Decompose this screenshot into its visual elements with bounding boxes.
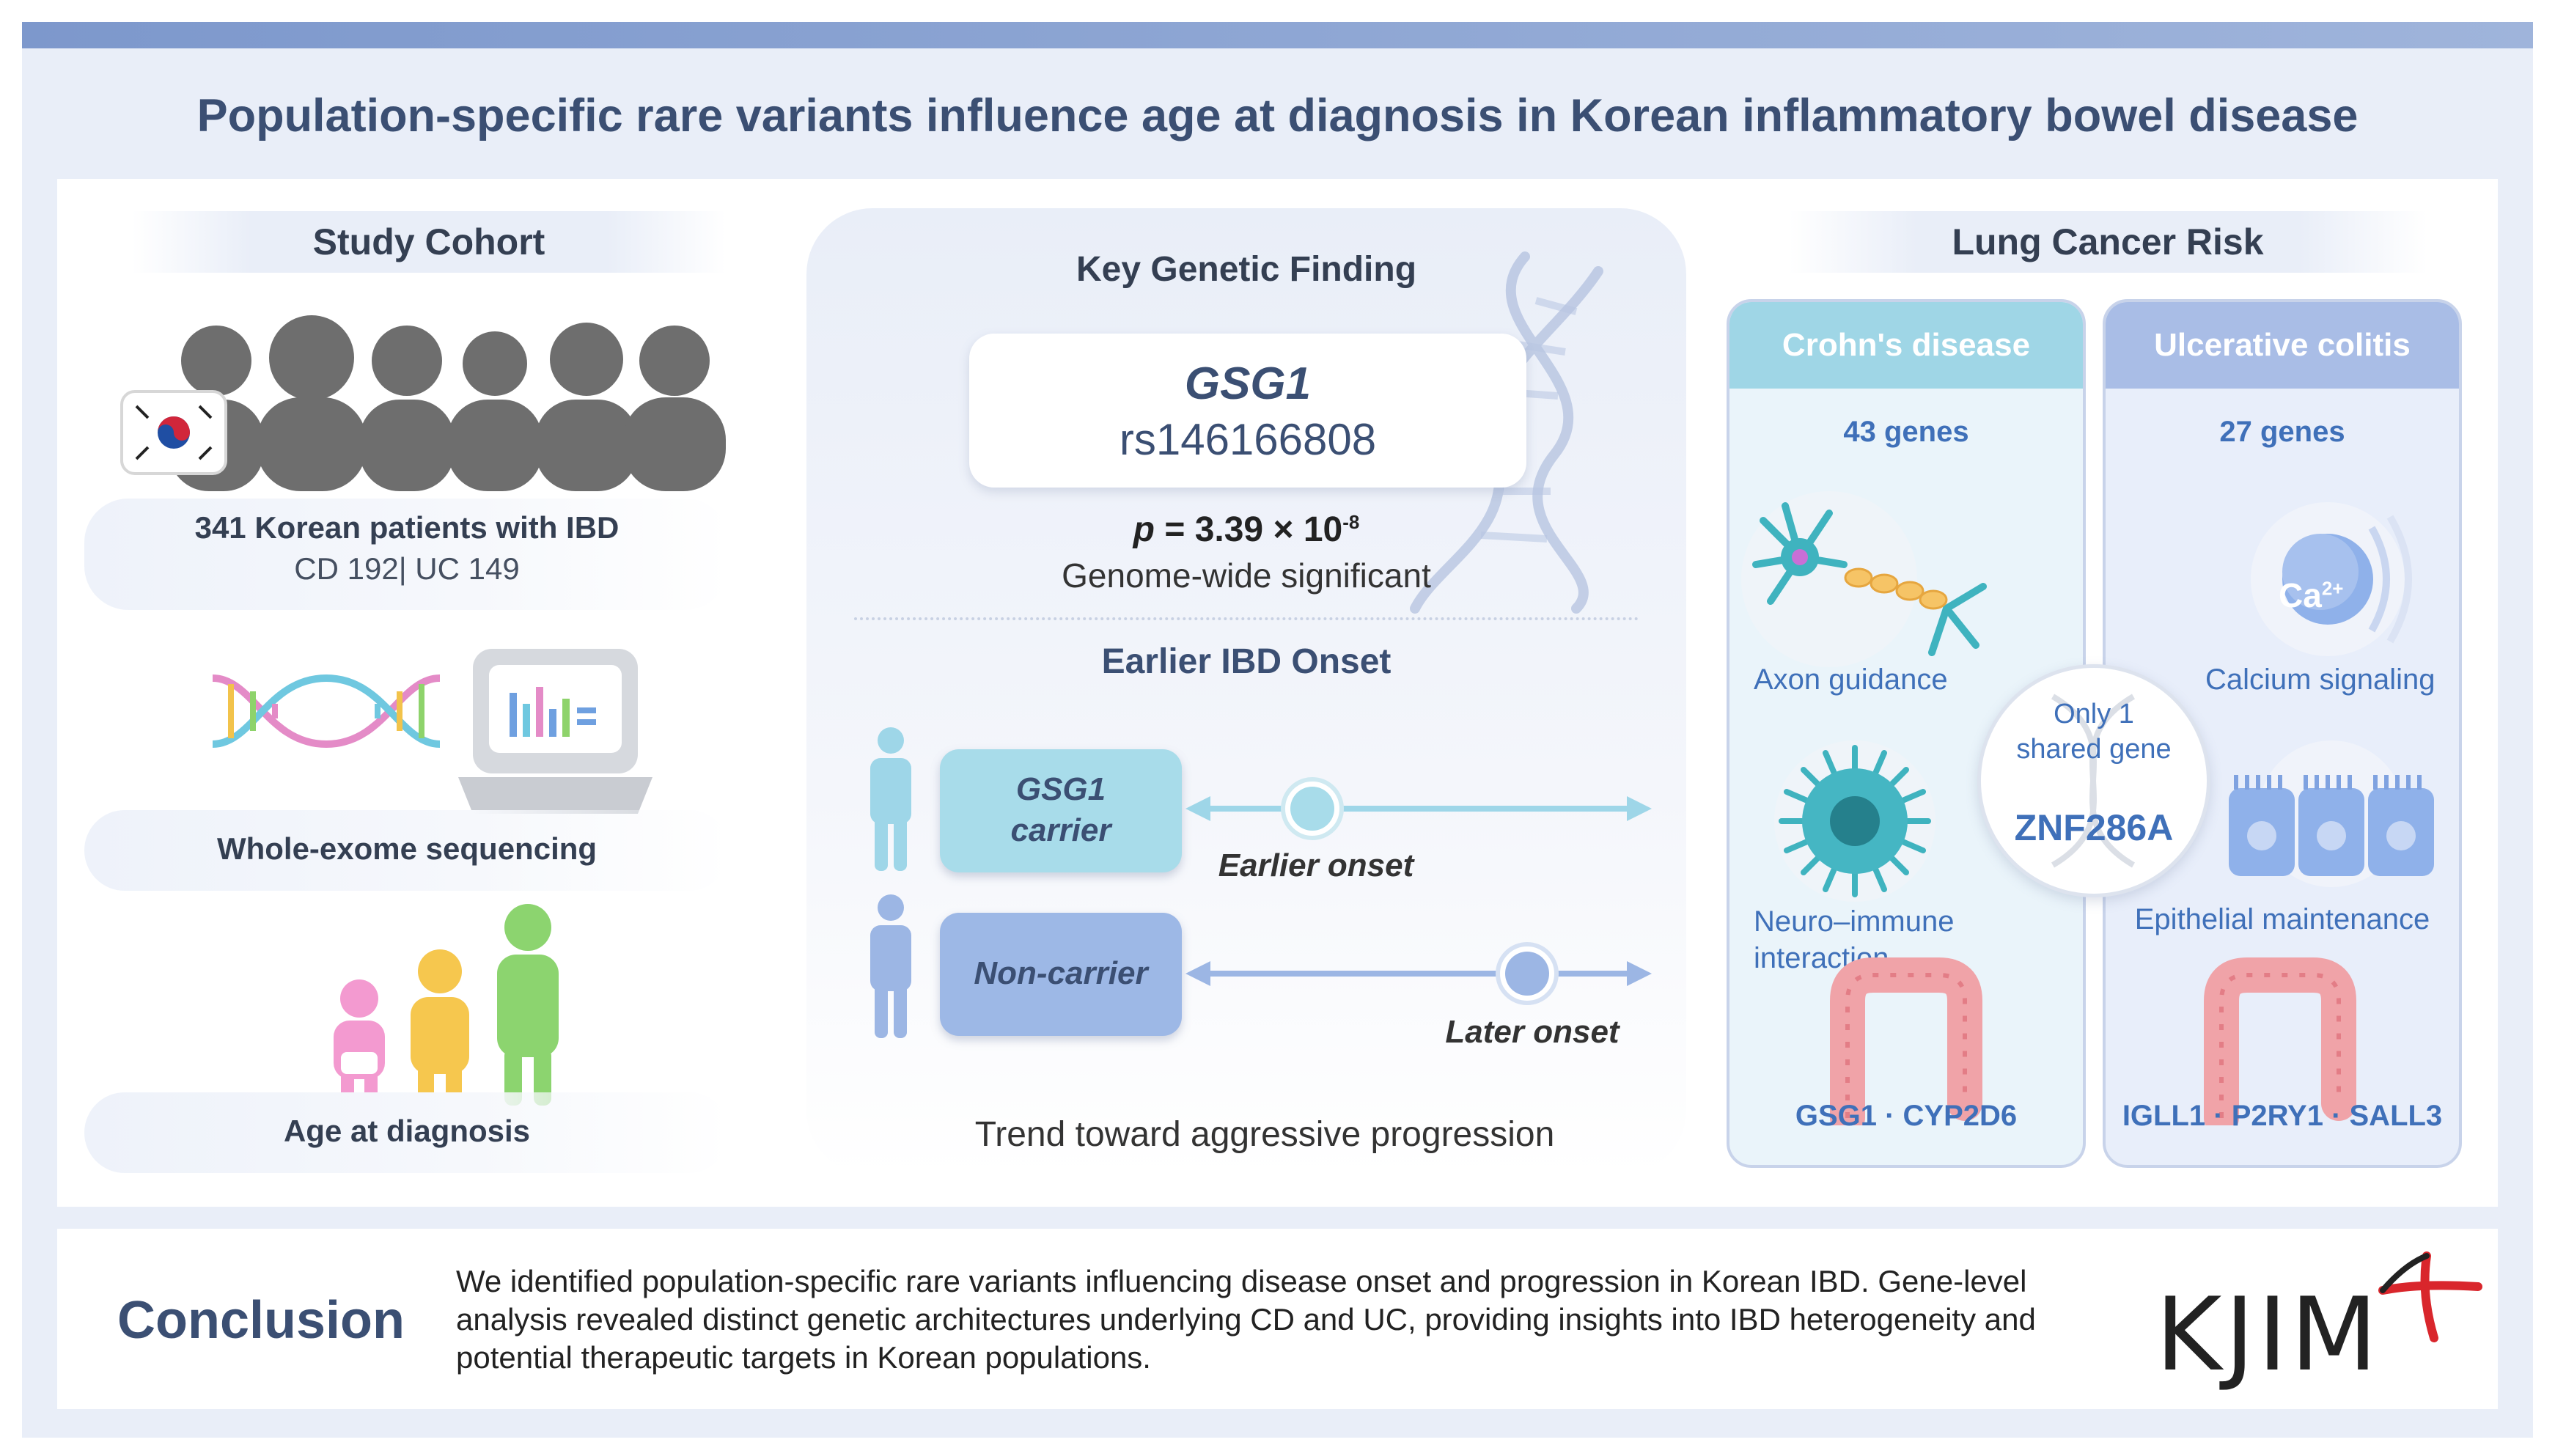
onset-header: Earlier IBD Onset [1101, 642, 1392, 681]
gene-name: GSG1 [1184, 359, 1312, 409]
korean-flag-icon [120, 390, 227, 475]
shared-gene-name: ZNF286A [2014, 807, 2174, 848]
kjim-logo-mark-icon [2378, 1251, 2482, 1342]
trend-label: Trend toward aggressive progression [974, 1115, 1555, 1154]
uc-gene-count: 27 genes [2219, 416, 2345, 448]
colon-icon-uc [2204, 957, 2356, 1125]
carrier-gene-label: GSG1 [1015, 771, 1106, 807]
kjim-logo: KJIM [2155, 1276, 2381, 1394]
p-symbol: p [1133, 510, 1155, 549]
sequencing-pill [84, 810, 729, 891]
neuron-icon [1741, 491, 1987, 667]
calcium-icon [2251, 502, 2412, 656]
cd-uc-split: CD 192| UC 149 [294, 551, 520, 586]
patient-silhouettes-icon [169, 315, 726, 491]
noncarrier-box [940, 913, 1182, 1036]
conclusion-line-2: analysis revealed distinct genetic archi… [456, 1302, 2036, 1336]
age-groups-figures-icon [334, 904, 559, 1106]
uc-genes: IGLL1 · P2RY1 · SALL3 [2122, 1100, 2443, 1132]
patients-pill [84, 499, 729, 610]
risk-header: Lung Cancer Risk [1789, 211, 2427, 273]
shared-gene-bubble [1977, 664, 2210, 897]
p-value-exponent: -8 [1342, 511, 1360, 533]
shared-gene-caption: Only 1 shared gene [1977, 696, 2210, 767]
epithelial-label: Epithelial maintenance [2134, 903, 2430, 935]
variant-id: rs146166808 [1119, 415, 1377, 464]
uc-header: Ulcerative colitis [2106, 302, 2459, 389]
neuro-immune-line1: Neuro–immune [1754, 905, 1955, 938]
patients-count: 341 Korean patients with IBD [194, 510, 620, 545]
sequencing-label: Whole-exome sequencing [216, 831, 598, 866]
gene-box [969, 334, 1526, 488]
crohns-gene-count: 43 genes [1843, 416, 1969, 448]
noncarrier-person-icon [870, 894, 911, 1038]
p-value: p = 3.39 × 10-8 [806, 510, 1686, 550]
calcium-label: Ca2+ [2279, 576, 2343, 615]
shared-gene-dna-icon [2051, 694, 2136, 868]
conclusion-text: We identified population-specific rare v… [456, 1262, 2069, 1377]
p-value-mantissa: = 3.39 × 10 [1154, 510, 1343, 549]
conclusion-panel [57, 1229, 2498, 1409]
earlier-onset-arrow [1185, 777, 1652, 840]
crohns-genes: GSG1 · CYP2D6 [1795, 1100, 2018, 1132]
age-at-diagnosis-label: Age at diagnosis [283, 1114, 531, 1148]
dna-helix-icon [212, 674, 441, 749]
conclusion-heading: Conclusion [117, 1291, 405, 1350]
carrier-box [940, 749, 1182, 872]
sequencer-machine-icon [458, 649, 652, 814]
noncarrier-label: Non-carrier [974, 955, 1148, 991]
shared-gene-line2: shared gene [2016, 734, 2172, 765]
significance-label: Genome-wide significant [1062, 556, 1431, 595]
epithelium-icon [2229, 740, 2434, 887]
calcium-charge: 2+ [2321, 577, 2344, 600]
conclusion-line-3: potential therapeutic targets in Korean … [456, 1340, 1151, 1375]
immune-cell-icon [1774, 740, 1935, 902]
carrier-label: carrier [1010, 812, 1111, 848]
shared-gene-line1: Only 1 [2054, 699, 2134, 729]
crohns-header: Crohn's disease [1729, 302, 2083, 389]
later-onset-arrow [1185, 942, 1652, 1005]
key-finding-header: Key Genetic Finding [1076, 250, 1417, 289]
earlier-onset-label: Earlier onset [1218, 848, 1414, 883]
page-title: Population-specific rare variants influe… [196, 90, 2359, 141]
top-accent-bar [22, 22, 2533, 48]
carrier-person-icon [870, 727, 911, 871]
calcium-signaling-label: Calcium signaling [2205, 663, 2435, 696]
study-cohort-header: Study Cohort [132, 211, 726, 273]
divider-line [854, 617, 1639, 620]
calcium-symbol: Ca [2279, 576, 2322, 614]
age-pill [84, 1092, 729, 1173]
colon-icon-cd [1830, 957, 1982, 1125]
axon-guidance-label: Axon guidance [1754, 663, 1948, 696]
later-onset-label: Later onset [1445, 1014, 1620, 1050]
conclusion-line-1: We identified population-specific rare v… [456, 1264, 2027, 1298]
